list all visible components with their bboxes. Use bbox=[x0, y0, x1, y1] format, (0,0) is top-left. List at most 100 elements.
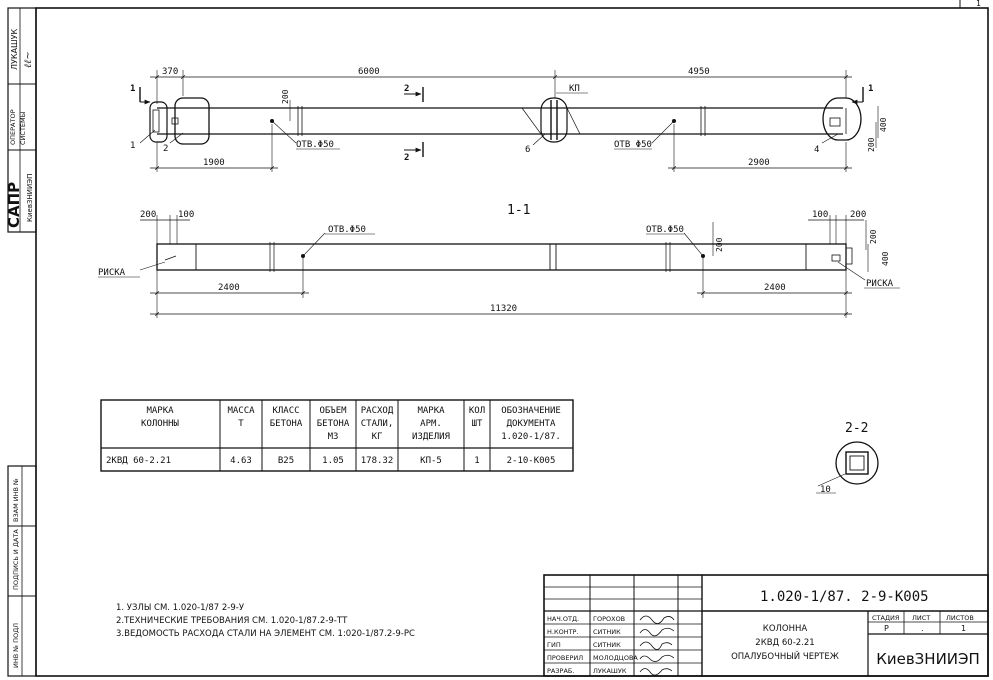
plan-dim-2900: 2900 bbox=[748, 158, 770, 168]
plan-leader-6: 6 bbox=[525, 145, 530, 155]
elev-riska-right: РИСКА bbox=[866, 279, 894, 289]
plan-end-plate-left bbox=[149, 101, 168, 143]
title-line-3: ОПАЛУБОЧНЫЙ ЧЕРТЕЖ bbox=[731, 650, 839, 662]
side-stamp-sapr: САПР bbox=[5, 182, 23, 228]
td-class: В25 bbox=[278, 456, 294, 466]
note-2: 2.ТЕХНИЧЕСКИЕ ТРЕБОВАНИЯ СМ. 1.020-1/87.… bbox=[116, 616, 348, 626]
plan-lifting-loop-right bbox=[822, 97, 862, 141]
side-field-signature-date: ПОДПИСЬ И ДАТА bbox=[12, 529, 20, 590]
sheets-value: 1 bbox=[961, 624, 966, 633]
role-2: Н.КОНТР. bbox=[547, 628, 579, 636]
th-volume-1: ОБЪЕМ bbox=[319, 406, 347, 416]
section-2-2: 2-2 10 bbox=[816, 421, 879, 495]
elev-dim-total: 11320 bbox=[490, 304, 517, 314]
section-mark-1-left: 1 bbox=[130, 84, 135, 94]
section2-title: 2-2 bbox=[845, 421, 868, 436]
elev-dim-200-hole: 200 bbox=[715, 237, 724, 252]
elevation-view: 1-1 200 100 100 200 ОТВ.Φ50 ОТВ.Φ50 bbox=[98, 203, 900, 318]
title-line-1: КОЛОННА bbox=[763, 624, 808, 634]
th-class-2: БЕТОНА bbox=[270, 419, 303, 429]
signatures bbox=[639, 615, 675, 676]
stage-header: СТАДИЯ bbox=[872, 614, 899, 622]
elevation-title: 1-1 bbox=[507, 203, 530, 218]
th-steel-3: КГ bbox=[372, 432, 383, 442]
plan-dim-6000: 6000 bbox=[358, 67, 380, 77]
page-corner-number: 1 bbox=[976, 0, 981, 8]
name-5: ЛУКАШУК bbox=[593, 667, 627, 675]
td-doc: 2-10-К005 bbox=[507, 456, 556, 466]
name-1: ГОРОХОВ bbox=[593, 615, 625, 623]
note-3: 3.ВЕДОМОСТЬ РАСХОДА СТАЛИ НА ЭЛЕМЕНТ СМ.… bbox=[116, 629, 415, 639]
name-3: СИТНИК bbox=[593, 641, 621, 649]
td-armmark: КП-5 bbox=[420, 456, 442, 466]
th-steel-2: СТАЛИ, bbox=[361, 419, 394, 429]
title-line-2: 2КВД 60-2.21 bbox=[755, 638, 814, 648]
role-4: ПРОВЕРИЛ bbox=[547, 654, 583, 662]
side-stamp-name: ЛУКАШУК bbox=[10, 29, 19, 70]
doc-code: 1.020-1/87. 2-9-К005 bbox=[760, 589, 929, 605]
side-field-vzam: ВЗАМ ИНВ № bbox=[12, 478, 20, 522]
elevation-column-body bbox=[156, 243, 847, 271]
th-qty-2: ШТ bbox=[472, 419, 483, 429]
section-mark-1-right: 1 bbox=[868, 84, 873, 94]
plan-label-kp: КП bbox=[569, 84, 580, 94]
plan-leader-1: 1 bbox=[130, 141, 135, 151]
td-qty: 1 bbox=[474, 456, 479, 466]
side-stamp: ЛУКАШУК ℓℓ~ ОПЕРАТОР СИСТЕМЫ САПР КиевЗН… bbox=[5, 7, 37, 677]
plan-console-kp bbox=[540, 97, 568, 143]
th-qty-1: КОЛ bbox=[469, 406, 485, 416]
plan-leader-2: 2 bbox=[163, 144, 168, 154]
th-volume-2: БЕТОНА bbox=[317, 419, 350, 429]
th-mark-2: КОЛОННЫ bbox=[141, 419, 179, 429]
section-mark-2-bottom: 2 bbox=[404, 153, 409, 163]
section-mark-2-top: 2 bbox=[404, 84, 409, 94]
th-mark-1: МАРКА bbox=[146, 406, 174, 416]
notes: 1. УЗЛЫ СМ. 1.020-1/87 2-9-У 2.ТЕХНИЧЕСК… bbox=[116, 603, 415, 639]
side-field-inv: ИНВ № ПОДЛ bbox=[12, 623, 20, 668]
th-class-1: КЛАСС bbox=[272, 406, 299, 416]
elev-dim-200-right: 200 bbox=[850, 210, 866, 220]
td-steel: 178.32 bbox=[361, 456, 394, 466]
spec-table: МАРКА КОЛОННЫ МАССА Т КЛАСС БЕТОНА ОБЪЕМ… bbox=[100, 399, 574, 472]
plan-dim-400: 400 bbox=[879, 117, 888, 132]
stage-value: Р bbox=[884, 624, 889, 633]
side-stamp-org: КиевЗНИИЭП bbox=[26, 174, 34, 222]
elev-dim-200-end: 200 bbox=[869, 229, 878, 244]
name-2: СИТНИК bbox=[593, 628, 621, 636]
td-mark: 2КВД 60-2.21 bbox=[106, 456, 171, 466]
elev-dim-200-left: 200 bbox=[140, 210, 156, 220]
name-4: МОЛОДЦОВА bbox=[593, 654, 638, 662]
plan-hole-right: ОТВ Φ50 bbox=[614, 140, 652, 150]
elev-dim-100-right: 100 bbox=[812, 210, 828, 220]
elev-hole-right: ОТВ.Φ50 bbox=[646, 225, 684, 235]
elev-hole-left: ОТВ.Φ50 bbox=[328, 225, 366, 235]
td-volume: 1.05 bbox=[322, 456, 344, 466]
sheet-frame bbox=[35, 7, 989, 677]
plan-dim-200-left: 200 bbox=[281, 89, 290, 104]
side-stamp-dept-1: ОПЕРАТОР bbox=[9, 109, 17, 145]
th-doc-3: 1.020-1/87. bbox=[501, 432, 561, 442]
plan-lifting-loop-left bbox=[174, 97, 210, 145]
plan-leader-4: 4 bbox=[814, 145, 819, 155]
plan-dim-200-right: 200 bbox=[867, 137, 876, 152]
role-1: НАЧ.ОТД. bbox=[547, 615, 579, 623]
elev-dim-400: 400 bbox=[881, 251, 890, 266]
th-doc-1: ОБОЗНАЧЕНИЕ bbox=[501, 406, 561, 416]
th-mass-2: Т bbox=[238, 419, 244, 429]
th-armmark-1: МАРКА bbox=[417, 406, 445, 416]
th-mass-1: МАССА bbox=[227, 406, 255, 416]
plan-hole-left: ОТВ.Φ50 bbox=[296, 140, 334, 150]
org-name: КиевЗНИИЭП bbox=[876, 650, 980, 668]
th-doc-2: ДОКУМЕНТА bbox=[507, 419, 556, 429]
th-armmark-3: ИЗДЕЛИЯ bbox=[412, 432, 450, 442]
side-stamp-dept-2: СИСТЕМЫ bbox=[19, 111, 27, 145]
th-armmark-2: АРМ. bbox=[420, 419, 442, 429]
td-mass: 4.63 bbox=[230, 456, 252, 466]
sheet-header: ЛИСТ bbox=[912, 614, 930, 622]
plan-dim-4950: 4950 bbox=[688, 67, 710, 77]
role-5: РАЗРАБ. bbox=[547, 667, 574, 675]
th-steel-1: РАСХОД bbox=[361, 406, 394, 416]
plan-dim-1900: 1900 bbox=[203, 158, 225, 168]
elev-dim-100-left: 100 bbox=[178, 210, 194, 220]
